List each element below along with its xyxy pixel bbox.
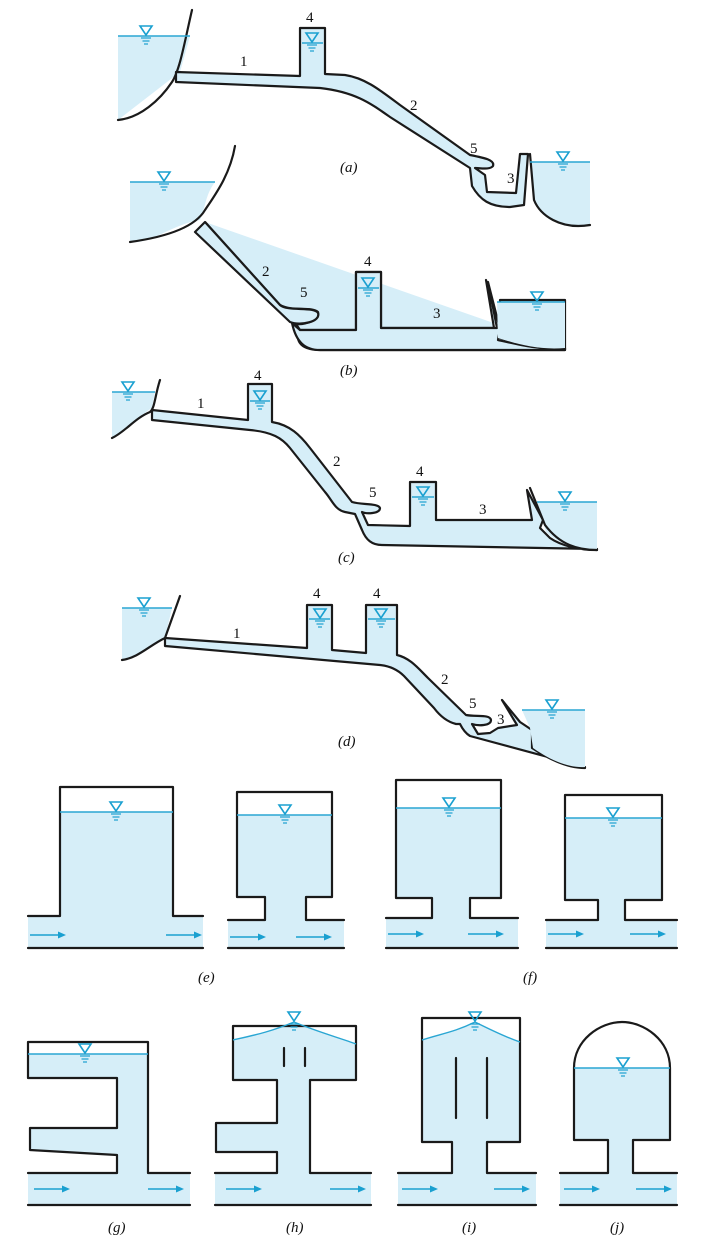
figure-d: 1 2 3 4 4 5 (d) xyxy=(120,586,587,770)
figure-i xyxy=(396,1011,538,1207)
downstream-reservoir xyxy=(522,710,585,768)
caption-h: (h) xyxy=(286,1220,304,1236)
figure-g xyxy=(26,1040,192,1207)
label-1: 1 xyxy=(240,54,248,70)
label-1: 1 xyxy=(233,626,241,642)
figure-j xyxy=(558,1020,679,1207)
label-5: 5 xyxy=(369,485,377,501)
upstream-bank xyxy=(128,144,237,244)
upstream-reservoir xyxy=(112,392,155,438)
label-2: 2 xyxy=(410,98,418,114)
label-2: 2 xyxy=(333,454,341,470)
caption-a: (a) xyxy=(340,160,358,176)
caption-j: (j) xyxy=(610,1220,624,1236)
caption-i: (i) xyxy=(462,1220,476,1236)
pipeline-a xyxy=(174,26,530,209)
caption-f: (f) xyxy=(523,970,537,986)
label-4: 4 xyxy=(306,10,314,26)
caption-g: (g) xyxy=(108,1220,126,1236)
figure-f xyxy=(384,778,520,950)
label-4b: 4 xyxy=(416,464,424,480)
figure-f-2 xyxy=(544,793,679,950)
figure-h xyxy=(213,1011,373,1207)
label-4b: 4 xyxy=(373,586,381,602)
figure-a: 1 2 3 4 5 (a) xyxy=(116,8,592,228)
figure-c: 1 2 3 4 4 5 (c) xyxy=(110,368,599,566)
label-5: 5 xyxy=(470,141,478,157)
upstream-bank xyxy=(110,378,162,440)
downstream-bank xyxy=(528,152,592,228)
pipeline-d xyxy=(163,603,587,770)
downstream-reservoir xyxy=(537,502,597,550)
label-4: 4 xyxy=(254,368,262,384)
caption-c: (c) xyxy=(338,550,355,566)
tailrace-b xyxy=(290,270,567,352)
label-4: 4 xyxy=(364,254,372,270)
upstream-reservoir xyxy=(122,608,172,660)
figure-e-2 xyxy=(226,790,346,950)
label-3: 3 xyxy=(497,712,505,728)
figure-e xyxy=(26,785,205,950)
caption-d: (d) xyxy=(338,734,356,750)
label-3: 3 xyxy=(507,171,515,187)
downstream-reservoir xyxy=(497,302,565,349)
label-2: 2 xyxy=(262,264,270,280)
caption-e: (e) xyxy=(198,970,215,986)
upstream-reservoir xyxy=(118,36,190,120)
label-4: 4 xyxy=(313,586,321,602)
label-2: 2 xyxy=(441,672,449,688)
label-3: 3 xyxy=(433,306,441,322)
pipeline-c xyxy=(150,382,599,552)
label-3: 3 xyxy=(479,502,487,518)
upstream-reservoir xyxy=(130,182,215,243)
label-5: 5 xyxy=(300,285,308,301)
label-5: 5 xyxy=(469,696,477,712)
figure-b: 2 3 4 5 (b) xyxy=(128,144,567,379)
downstream-reservoir xyxy=(530,162,590,226)
label-1: 1 xyxy=(197,396,205,412)
caption-b: (b) xyxy=(340,363,358,379)
downstream-bank xyxy=(528,486,599,552)
